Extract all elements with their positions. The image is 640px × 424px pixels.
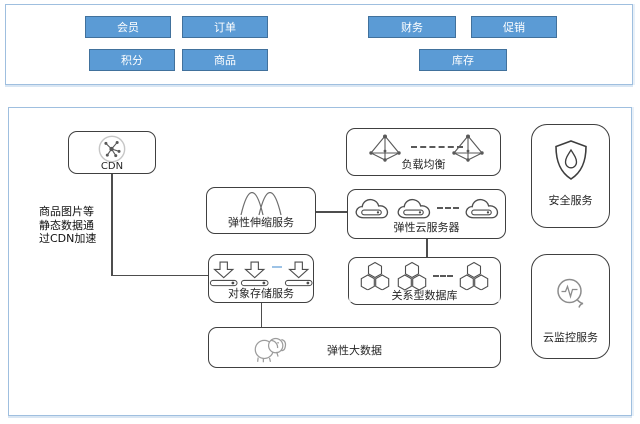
cdn-annotation: 商品图片等 静态数据通 过CDN加速 [39, 205, 109, 246]
shield-drop-icon [554, 140, 587, 180]
connector-cdn-vertical [111, 174, 113, 275]
hexagon-cluster-icon [459, 261, 489, 291]
node-elastic-big-data: 弹性大数据 [208, 327, 501, 368]
wave-icon [240, 192, 282, 216]
cdn-annotation-line: 商品图片等 [39, 205, 94, 218]
connector-scaling-to-server [315, 211, 347, 213]
node-label-elastic-big-data: 弹性大数据 [327, 344, 382, 357]
module-button-member[interactable]: 会员 [85, 16, 171, 38]
node-label-cdn: CDN [100, 161, 124, 172]
module-button-inventory[interactable]: 库存 [419, 49, 507, 71]
module-button-product[interactable]: 商品 [182, 49, 268, 71]
module-panel: 会员 订单 财务 促销 积分 商品 库存 [5, 4, 633, 85]
cdn-annotation-line: 过CDN加速 [39, 232, 97, 245]
node-elastic-scaling: 弹性伸缩服务 [206, 187, 316, 234]
pyramid-node-icon [369, 134, 401, 162]
node-security-service: 安全服务 [531, 124, 610, 228]
node-label-cloud-monitor: 云监控服务 [543, 331, 598, 344]
architecture-panel: 商品图片等 静态数据通 过CDN加速 CDN [8, 107, 632, 416]
node-elastic-cloud-server: 弹性云服务器 [347, 189, 506, 239]
node-label-object-storage: 对象存储服务 [228, 286, 294, 300]
module-button-points[interactable]: 积分 [89, 49, 175, 71]
dashed-link [411, 146, 463, 148]
connector-cdn-to-storage [111, 274, 208, 276]
dashed-link [436, 207, 459, 209]
elephant-icon [254, 337, 287, 363]
node-label-load-balancer: 负载均衡 [401, 157, 446, 171]
connector-server-to-db [426, 238, 428, 257]
node-relational-database: 关系型数据库 [348, 257, 501, 305]
pyramid-node-icon [452, 134, 484, 162]
module-button-order[interactable]: 订单 [182, 16, 268, 38]
pulse-monitor-icon [556, 278, 583, 308]
cloud-server-icon [397, 198, 430, 219]
module-button-finance[interactable]: 财务 [368, 16, 456, 38]
cdn-annotation-line: 静态数据通 [39, 218, 94, 232]
node-label-elastic-cloud-server: 弹性云服务器 [393, 220, 460, 234]
dashed-link [271, 266, 282, 268]
node-label-elastic-scaling: 弹性伸缩服务 [228, 215, 294, 229]
node-load-balancer: 负载均衡 [346, 128, 501, 176]
cdn-network-icon [98, 135, 126, 163]
download-arrow-icon [284, 261, 313, 287]
download-arrow-icon [241, 261, 269, 287]
node-label-relational-database: 关系型数据库 [349, 289, 500, 302]
node-label-security-service: 安全服务 [548, 194, 593, 207]
cloud-server-icon [465, 198, 498, 219]
dashed-link [433, 275, 453, 277]
hexagon-cluster-icon [360, 261, 390, 291]
cloud-server-icon [355, 198, 388, 219]
node-cloud-monitor: 云监控服务 [531, 254, 610, 359]
download-arrow-icon [209, 261, 238, 287]
connector-storage-to-bigdata [260, 302, 262, 327]
hexagon-cluster-icon [397, 261, 427, 291]
module-button-promotion[interactable]: 促销 [471, 16, 557, 38]
node-object-storage: 对象存储服务 [208, 254, 314, 303]
node-cdn: CDN [68, 131, 156, 174]
